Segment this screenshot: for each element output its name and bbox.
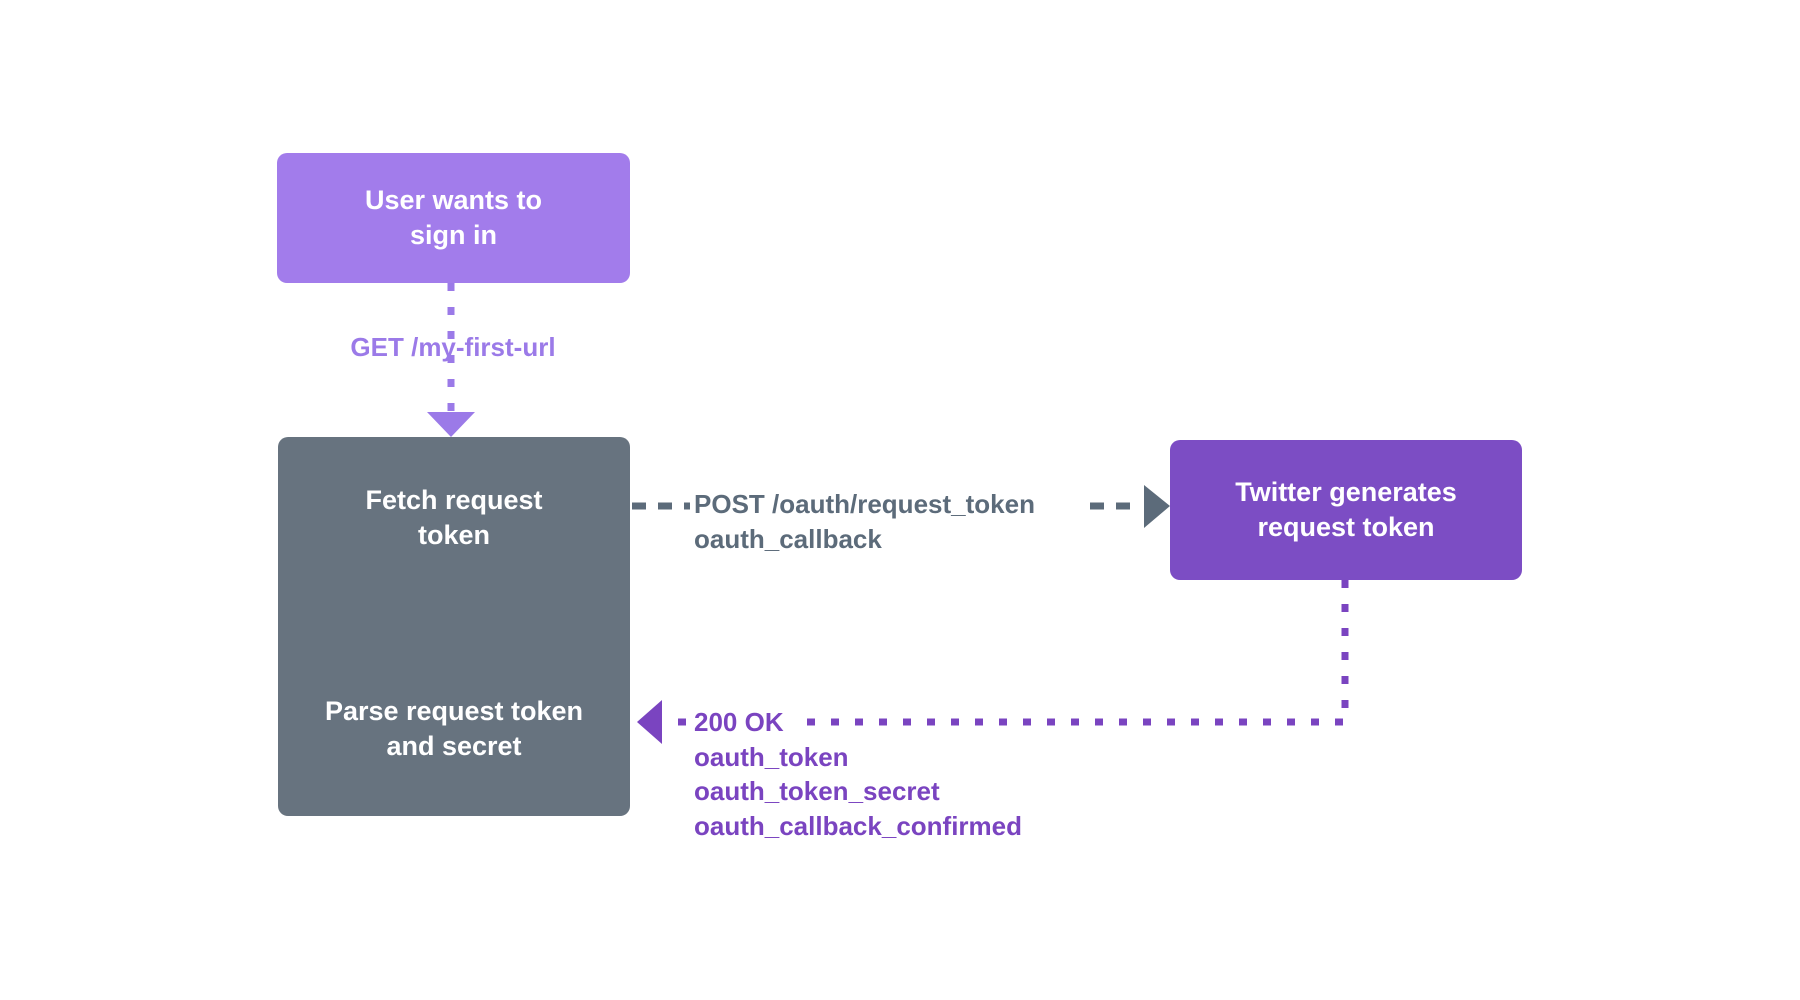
node-app-fetch-and-parse[interactable]: Fetch request token (278, 437, 630, 816)
edge-label-get-my-first-url: GET /my-first-url (350, 332, 556, 362)
edge-label-200-ok-response: 200 OK oauth_token oauth_token_secret oa… (694, 707, 1022, 841)
edge-app-to-twitter-arrowhead (1144, 485, 1170, 528)
node-user-label: User wants to sign in (364, 185, 543, 250)
edge-twitter-to-app-path (793, 580, 1349, 726)
node-user-wants-to-sign-in[interactable]: User wants to sign in (277, 153, 630, 283)
edge-user-to-app-arrowhead (427, 412, 475, 437)
node-twitter-label: Twitter generates request token (1235, 477, 1457, 542)
edge-twitter-to-app-arrowhead (637, 700, 662, 744)
node-app-label-bottom: Parse request token and secret (324, 696, 584, 761)
node-app-label-top: Fetch request token (365, 485, 543, 550)
edge-label-post-oauth-request-token: POST /oauth/request_token oauth_callback (694, 489, 1035, 554)
node-twitter-generates-request-token[interactable]: Twitter generates request token (1170, 440, 1522, 580)
